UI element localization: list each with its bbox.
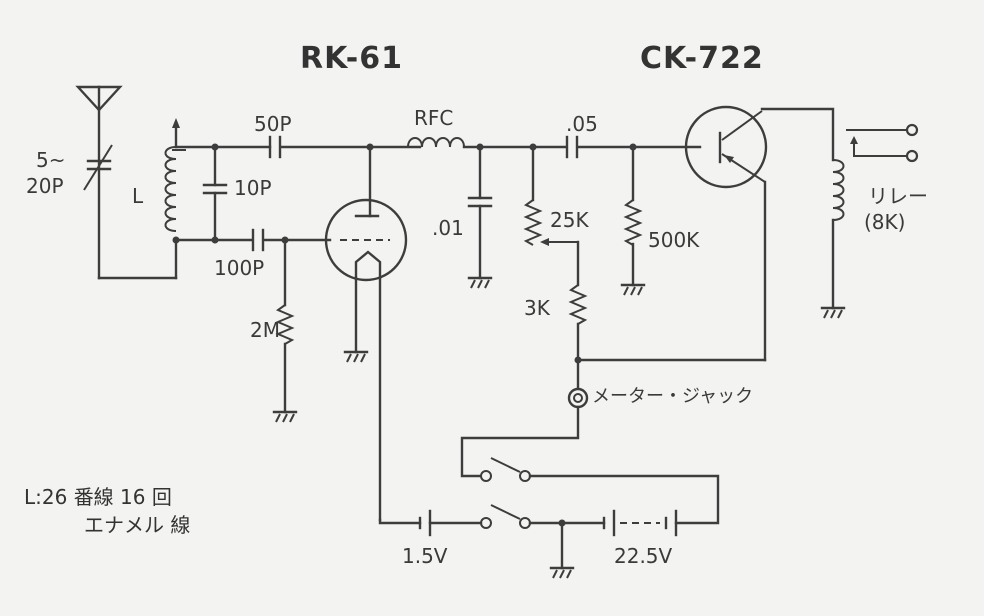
coil-label: L bbox=[132, 184, 144, 208]
cap-10p-label: 10P bbox=[234, 176, 272, 200]
res-2m-label: 2M bbox=[250, 318, 280, 342]
meter-jack bbox=[567, 387, 589, 409]
rf-choke bbox=[407, 137, 465, 148]
capacitor-10p bbox=[202, 145, 228, 242]
coil-note-line2: エナメル 線 bbox=[84, 513, 191, 537]
vacuum-tube-rk61 bbox=[324, 145, 408, 522]
res-500k-label: 500K bbox=[648, 228, 700, 252]
cap-05-label: .05 bbox=[566, 112, 598, 136]
relay-label-2: (8K) bbox=[864, 210, 906, 234]
battery-22-5v bbox=[602, 509, 678, 537]
rfc-label: RFC bbox=[414, 106, 454, 130]
capacitor-01 bbox=[467, 145, 493, 289]
power-switch bbox=[480, 457, 531, 529]
resistor-2m bbox=[272, 238, 298, 423]
trimmer-capacitor bbox=[83, 144, 113, 191]
transistor-ck722 bbox=[684, 105, 768, 189]
capacitor-05 bbox=[565, 135, 579, 159]
pot-25k-label: 25K bbox=[550, 208, 589, 232]
coil-note-line1: L:26 番線 16 回 bbox=[24, 485, 172, 509]
potentiometer-25k bbox=[523, 145, 580, 287]
battery-1-5v-label: 1.5V bbox=[402, 544, 448, 568]
cap-50p-label: 50P bbox=[254, 112, 292, 136]
battery-22-5v-label: 22.5V bbox=[614, 544, 673, 568]
relay-coil bbox=[820, 123, 919, 319]
battery-1-5v bbox=[418, 509, 432, 537]
antenna-icon bbox=[75, 85, 123, 280]
transistor-title: CK-722 bbox=[640, 41, 764, 76]
relay-label-1: リレー bbox=[868, 184, 928, 208]
trimmer-label-1: 5~ bbox=[36, 148, 66, 172]
res-3k-label: 3K bbox=[524, 296, 550, 320]
cap-100p-label: 100P bbox=[214, 256, 265, 280]
tuning-coil bbox=[164, 118, 186, 232]
cap-01-label: .01 bbox=[432, 216, 464, 240]
resistor-3k bbox=[568, 284, 588, 390]
capacitor-100p bbox=[251, 228, 265, 252]
capacitor-50p bbox=[268, 135, 282, 159]
trimmer-label-2: 20P bbox=[26, 174, 64, 198]
tube-title: RK-61 bbox=[300, 41, 403, 76]
resistor-500k bbox=[620, 145, 646, 296]
meter-jack-label: メーター・ジャック bbox=[592, 386, 754, 407]
